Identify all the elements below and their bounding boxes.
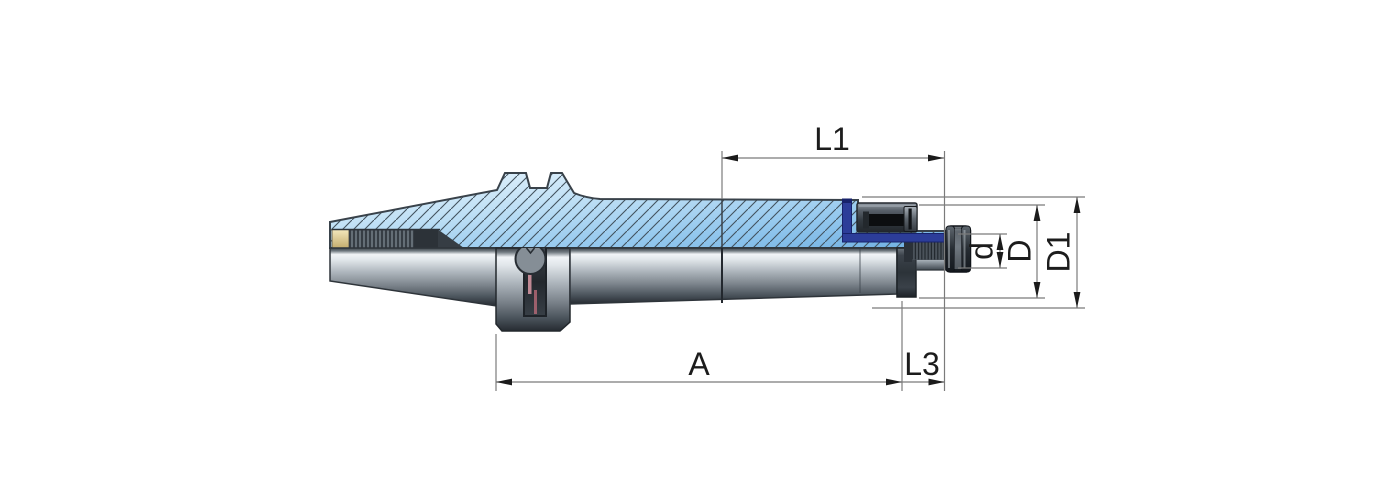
drive-key-notch: [525, 248, 536, 255]
a-arrow-right: [886, 378, 902, 386]
D-arrow-bottom: [1033, 282, 1041, 298]
bore-cone: [438, 229, 464, 248]
d-arrow-top: [996, 234, 1004, 250]
l1-arrow-left: [722, 154, 738, 162]
dimension-l1: L1: [721, 121, 946, 391]
knob-specular-1: [948, 230, 950, 268]
knob-waist-highlight: [954, 229, 962, 269]
d-arrow-bottom: [996, 252, 1004, 268]
dimension-a: A: [495, 301, 903, 391]
l1-label: L1: [814, 121, 850, 157]
thread-insert-beige: [331, 229, 350, 249]
D-label: D: [1001, 239, 1037, 262]
gripper-flange: [495, 247, 571, 332]
D-arrow-top: [1033, 205, 1041, 221]
groove-glint-pink-2: [534, 290, 537, 314]
dimension-d1: D1: [862, 196, 1085, 309]
l1-arrow-right: [928, 154, 944, 162]
drive-key-hole: [514, 248, 547, 275]
screw-socket-slot: [908, 208, 912, 230]
d1-arrow-bottom: [1073, 292, 1081, 308]
knob-left-flange: [945, 225, 955, 273]
l3-label: L3: [904, 346, 940, 382]
d-label: d: [963, 242, 999, 260]
rendered-lower-body: [329, 247, 947, 332]
knob-specular-2: [963, 230, 966, 268]
dimension-d-large: D: [919, 204, 1045, 299]
groove-edges: [523, 248, 547, 317]
coolant-duct-cap: [842, 199, 852, 203]
dimension-l3: L3: [902, 346, 945, 386]
d1-arrow-top: [1073, 197, 1081, 213]
section-hatch: [330, 173, 946, 248]
pilot-thread: [904, 231, 947, 270]
groove-glint-pink-1: [528, 266, 532, 294]
bore-thread-stripes: [351, 230, 413, 248]
a-arrow-left: [496, 378, 512, 386]
l3-arrow-right: [928, 378, 945, 386]
a-label: A: [688, 346, 710, 382]
coolant-horizontal-duct: [842, 233, 945, 243]
arbor-body-lower: [569, 247, 898, 305]
taper-shank-lower: [329, 247, 498, 307]
screw-washer: [863, 211, 869, 229]
d1-label: D1: [1040, 232, 1076, 273]
clamp-collar-assembly: [856, 202, 918, 233]
end-knob: [945, 225, 972, 273]
dimension-d-small: d: [958, 233, 1007, 269]
clamp-screw-shaft: [869, 214, 904, 226]
bore-runout: [414, 229, 438, 248]
thread-relief-ring: [904, 240, 912, 262]
retention-thread-bore: [331, 228, 464, 249]
